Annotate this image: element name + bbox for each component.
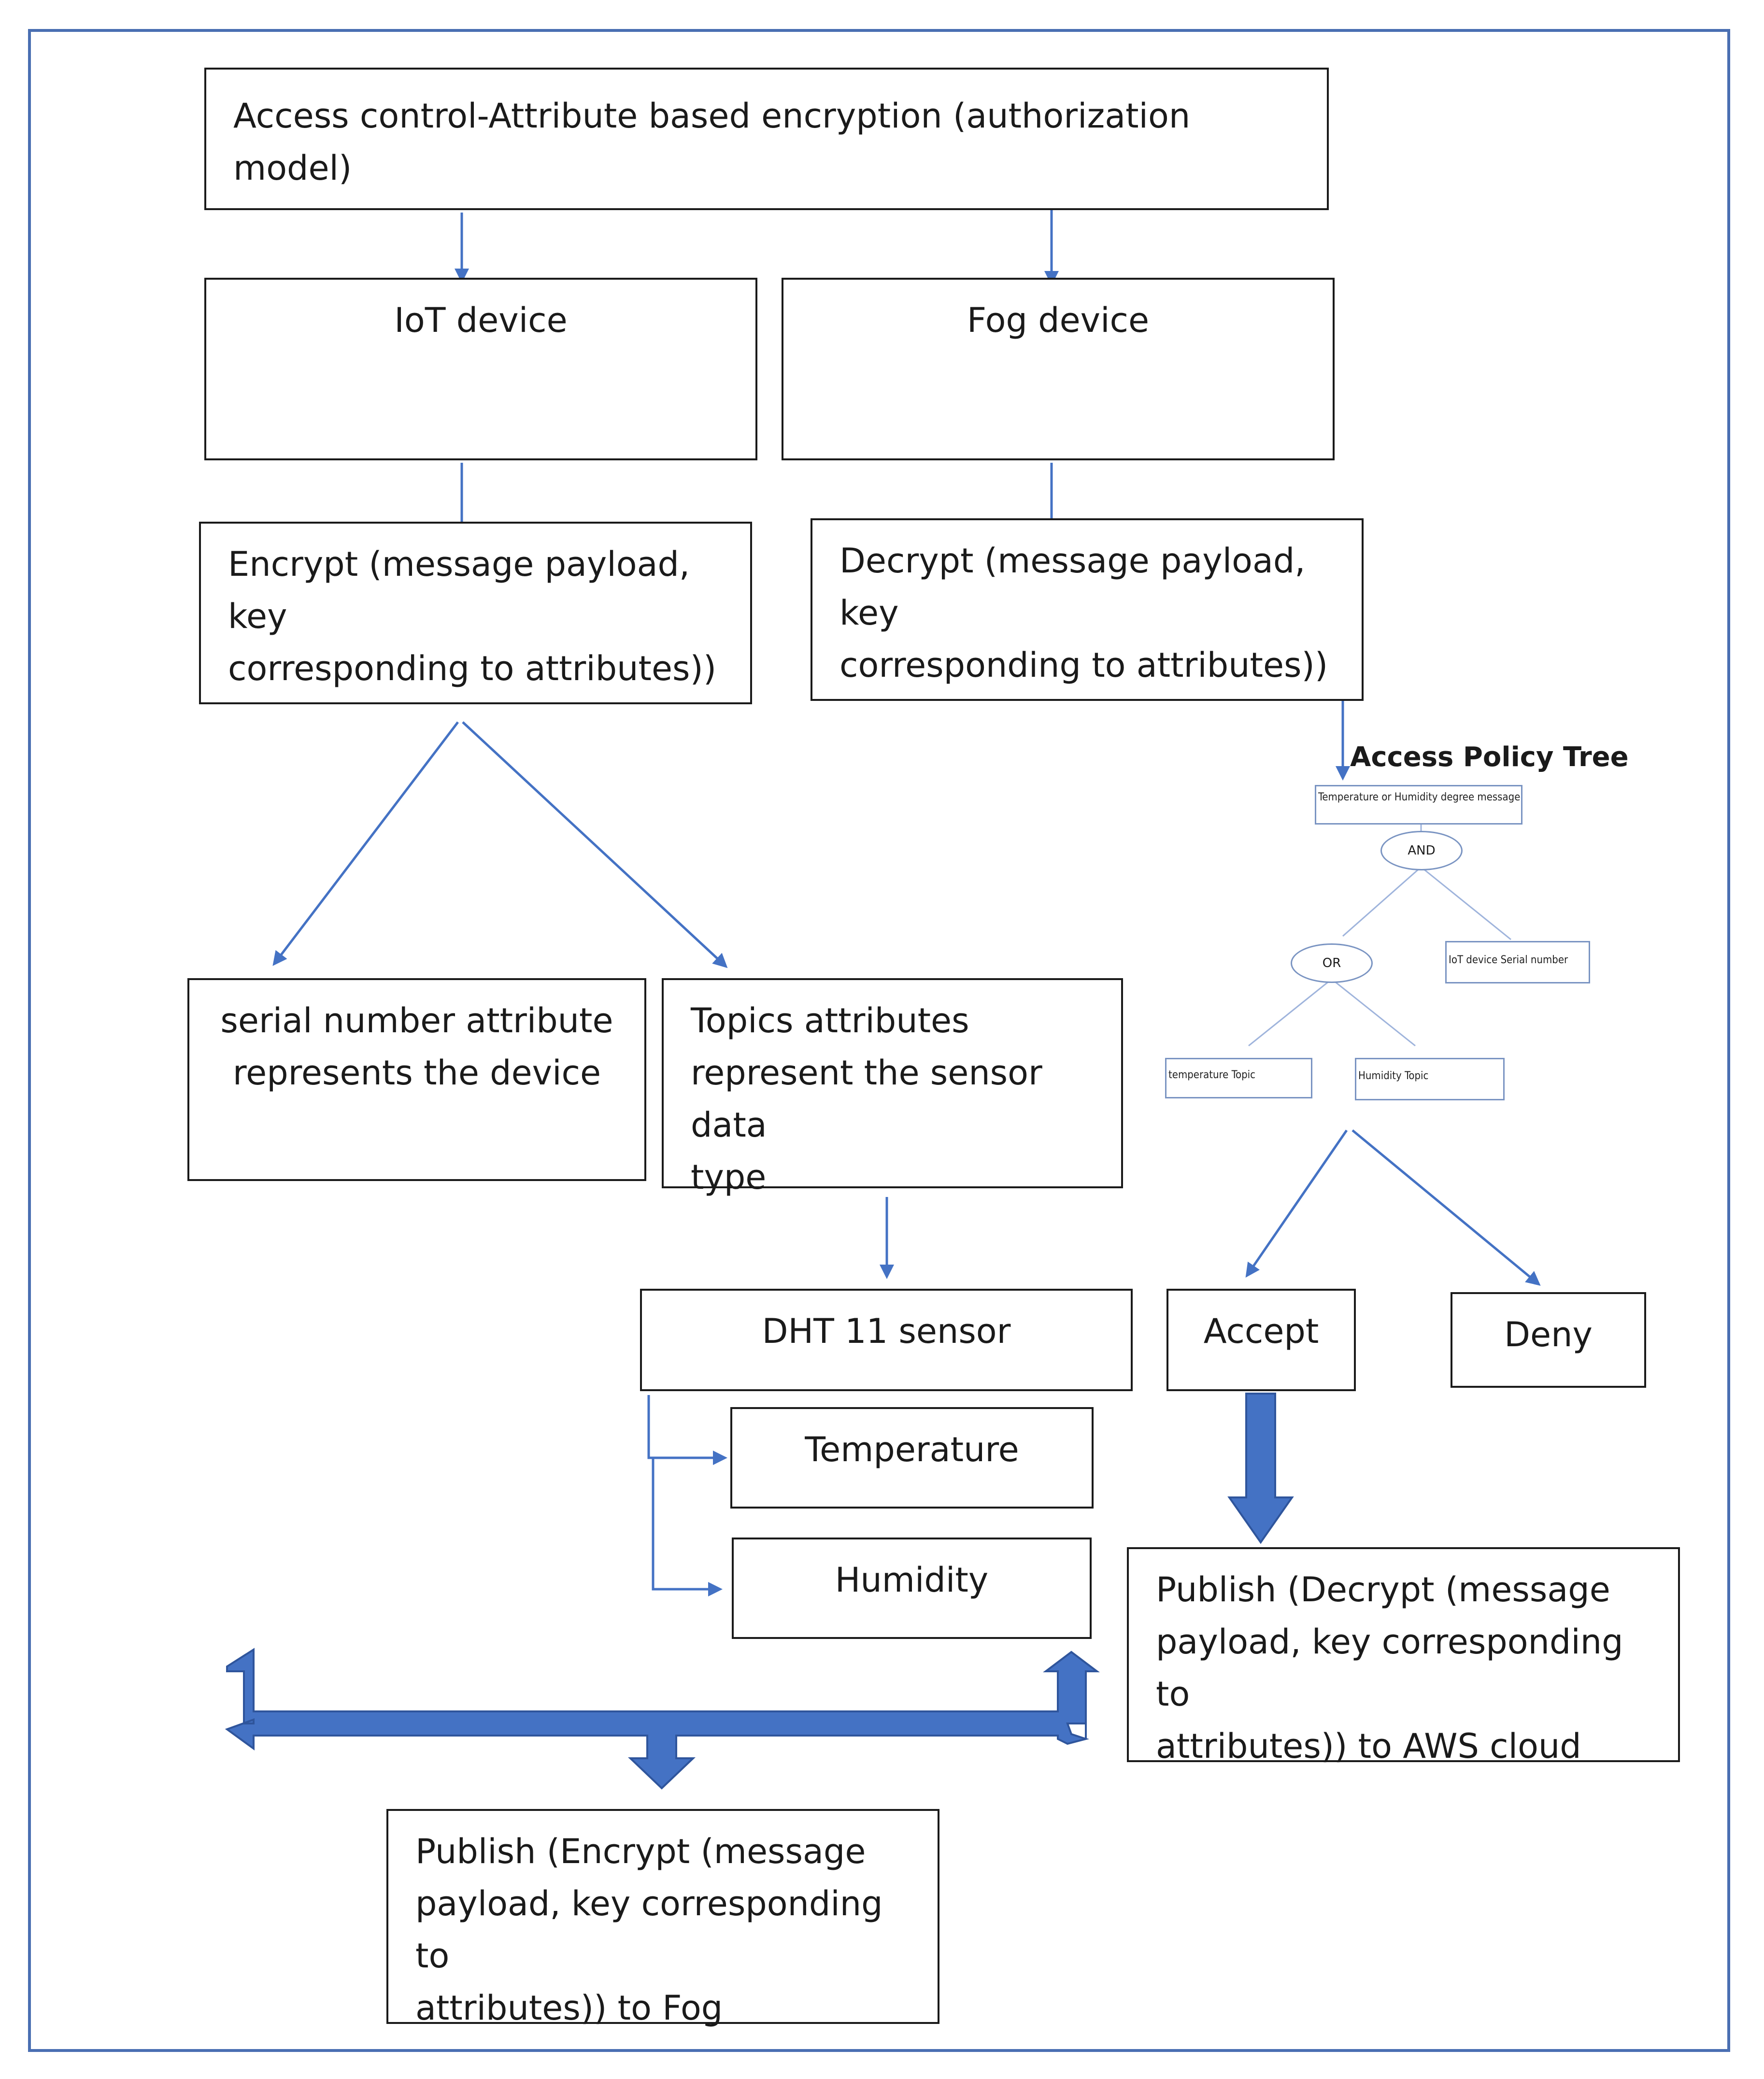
temperature-box: Temperature [730, 1407, 1094, 1509]
policy-and-label: AND [1408, 843, 1436, 858]
deny-label: Deny [1504, 1315, 1593, 1354]
policy-tree-title: Access Policy Tree [1350, 741, 1629, 773]
serial-number-box: serial number attribute represents the d… [187, 978, 646, 1181]
iot-device-label: IoT device [394, 300, 568, 340]
temperature-label: Temperature [805, 1430, 1019, 1469]
encrypt-label: Encrypt (message payload, key correspond… [228, 544, 717, 688]
dht11-box: DHT 11 sensor [640, 1289, 1133, 1391]
arrow-tree-to-deny [1351, 1129, 1541, 1286]
serial-number-label: serial number attribute represents the d… [220, 1001, 613, 1093]
publish-aws-label: Publish (Decrypt (message payload, key c… [1156, 1570, 1623, 1766]
arrow-tree-to-accept [1245, 1129, 1348, 1278]
topics-box: Topics attributes represent the sensor d… [662, 978, 1123, 1197]
diagram-frame [28, 29, 1730, 2052]
dht11-label: DHT 11 sensor [762, 1311, 1011, 1351]
fog-device-label: Fog device [967, 300, 1150, 340]
policy-or-label: OR [1322, 956, 1341, 970]
deny-box: Deny [1451, 1292, 1646, 1388]
policy-serial-leaf: IoT device Serial number [1445, 941, 1590, 983]
policy-root-label: Temperature or Humidity degree message [1318, 791, 1521, 803]
humidity-label: Humidity [835, 1560, 989, 1600]
accept-box: Accept [1167, 1289, 1356, 1391]
policy-humidity-label: Humidity Topic [1358, 1070, 1429, 1082]
decrypt-box: Decrypt (message payload, key correspond… [811, 518, 1364, 701]
arrow-dht-to-temperature [647, 1395, 727, 1465]
accept-label: Accept [1203, 1311, 1319, 1351]
policy-temperature-label: temperature Topic [1168, 1069, 1256, 1081]
policy-root-node: Temperature or Humidity degree message [1315, 785, 1522, 825]
policy-and-node: AND [1380, 831, 1463, 870]
iot-device-box: IoT device [204, 278, 757, 460]
access-control-label: Access control-Attribute based encryptio… [233, 96, 1191, 188]
policy-or-node: OR [1291, 943, 1373, 983]
policy-temperature-leaf: temperature Topic [1165, 1058, 1312, 1098]
fog-device-box: Fog device [782, 278, 1335, 460]
topics-label: Topics attributes represent the sensor d… [691, 1001, 1042, 1197]
publish-aws-box: Publish (Decrypt (message payload, key c… [1127, 1547, 1680, 1766]
arrow-dht-to-humidity [652, 1458, 723, 1596]
block-arrow-accept-to-publish [1227, 1393, 1294, 1544]
decrypt-label: Decrypt (message payload, key correspond… [839, 541, 1328, 685]
humidity-box: Humidity [732, 1538, 1092, 1639]
policy-serial-label: IoT device Serial number [1449, 954, 1568, 966]
arrow-encrypt-to-topics [462, 721, 728, 968]
encrypt-box: Encrypt (message payload, key correspond… [199, 522, 752, 704]
publish-fog-label: Publish (Encrypt (message payload, key c… [415, 1832, 883, 2028]
policy-humidity-leaf: Humidity Topic [1355, 1058, 1505, 1100]
arrow-encrypt-to-serial [272, 721, 459, 966]
publish-fog-box: Publish (Encrypt (message payload, key c… [386, 1809, 939, 2028]
access-control-box: Access control-Attribute based encryptio… [204, 68, 1329, 210]
policy-tree-edges [1248, 825, 1511, 1047]
block-arrow-publish-bus [225, 1648, 1100, 1790]
